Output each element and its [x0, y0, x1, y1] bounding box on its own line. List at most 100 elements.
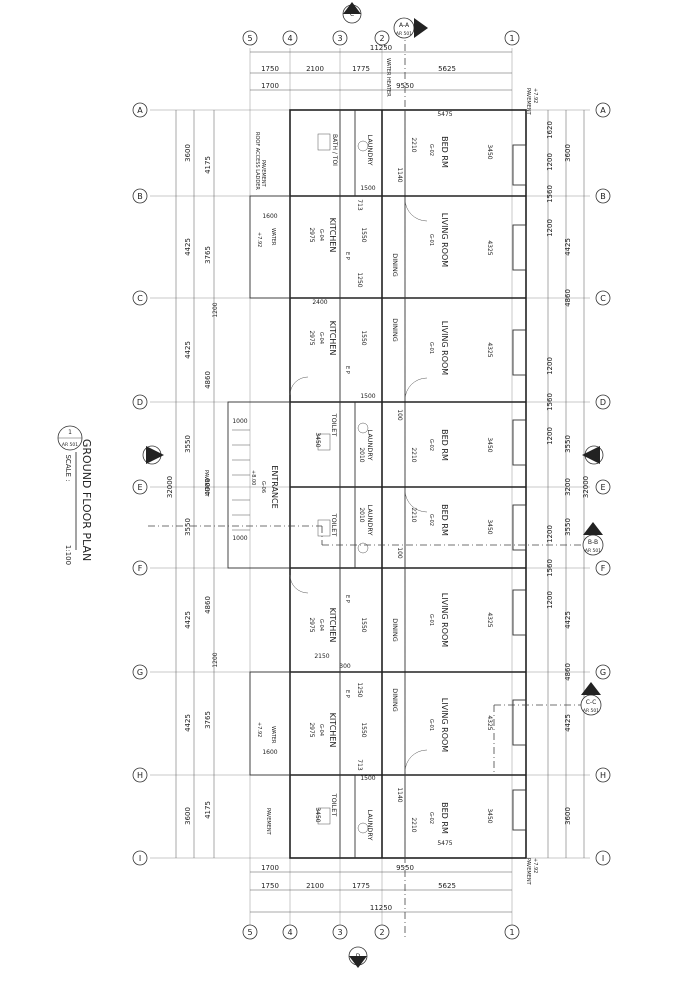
dim-room: 2010 — [358, 507, 365, 522]
room-code: G-06 — [260, 481, 266, 493]
room-dimensions: 3450 4325 4325 3450 3450 4325 4325 3450 … — [212, 111, 493, 847]
section-id: B-B — [588, 539, 598, 546]
dim-left: 4425 — [184, 238, 192, 256]
dim-room: 3450 — [486, 144, 493, 159]
room-laundry: LAUNDRY — [366, 430, 374, 461]
title-ref-sheet: AR 501 — [62, 442, 78, 448]
room-code: G-04 — [318, 619, 324, 631]
dim-left-inner: 4175 — [204, 801, 212, 819]
misc-labels: WATER HEATER PAVEMENT +7.92 PAVEMENT +7.… — [203, 58, 538, 886]
grid-col-bubbles-bottom: 5 4 3 2 1 — [242, 924, 520, 940]
grid-row-label: E — [600, 483, 605, 492]
dim-misc: 300 — [339, 663, 351, 670]
dim-misc: 5475 — [437, 840, 452, 847]
room-code: G-01 — [428, 719, 434, 731]
dim-left-inner: 4860 — [204, 596, 212, 614]
grid-col-label: 3 — [337, 928, 342, 937]
dim-room: 1550 — [360, 722, 367, 737]
room-kitchen: KITCHEN — [328, 218, 337, 253]
drawing-title: GROUND FLOOR PLAN — [80, 439, 93, 561]
grid-row-label: F — [601, 564, 606, 573]
scale-value: 1:100 — [64, 545, 72, 565]
room-kitchen: KITCHEN — [328, 713, 337, 748]
room-code: G-02 — [428, 439, 434, 451]
elevation-id: C — [350, 11, 354, 18]
dim-left: 4425 — [184, 611, 192, 629]
dim-top: 2100 — [306, 65, 324, 73]
ep-label: E P — [344, 366, 350, 374]
dim-room: 3450 — [314, 432, 321, 447]
room-living: LIVING ROOM — [440, 698, 449, 753]
dim-misc: 5475 — [437, 111, 452, 118]
dim-top: 1700 — [261, 82, 279, 90]
dim-right-overall: 32000 — [582, 476, 590, 498]
pavement-label: PAVEMENT — [265, 808, 271, 836]
dim-right-inner: 1200 — [546, 427, 554, 445]
pavement-label: PAVEMENT — [203, 470, 209, 498]
dim-bottom: 2100 — [306, 882, 324, 890]
ep-label: E P — [344, 252, 350, 260]
grid-row-label: I — [602, 854, 604, 863]
dim-room: 4325 — [486, 612, 493, 627]
section-markers: A-A AR 501 B-B AR 501 C-C AR 501 C A B D — [142, 2, 604, 968]
right-dimensions: 1620 1200 1560 1200 1200 1560 1200 1200 … — [546, 110, 590, 858]
grid-col-label: 3 — [337, 34, 342, 43]
grid-row-label: G — [600, 668, 606, 677]
section-lines — [148, 30, 590, 940]
dim-left-inner: 3765 — [204, 246, 212, 264]
dim-room: 3450 — [486, 437, 493, 452]
dim-right-outer: 4425 — [564, 714, 572, 732]
dim-right-inner: 1560 — [546, 185, 554, 203]
scale-label: SCALE : — [64, 454, 72, 481]
dim-room: 3450 — [314, 807, 321, 822]
room-living: LIVING ROOM — [440, 321, 449, 376]
dim-room: 1550 — [360, 617, 367, 632]
pavement-label: PAVEMENT — [260, 160, 266, 188]
pavement-label: PAVEMENT — [525, 858, 531, 886]
dim-misc: 100 — [396, 547, 403, 559]
dim-room: 2975 — [308, 722, 315, 737]
room-bed: BED RM — [440, 429, 449, 461]
grid-col-label: 5 — [247, 928, 252, 937]
room-code: G-01 — [428, 614, 434, 626]
yard-level: +7.92 — [256, 722, 262, 737]
room-dining: DINING — [391, 318, 399, 342]
grid-col-label: 2 — [379, 34, 384, 43]
title-ref-number: 1 — [68, 429, 72, 436]
grid-row-label: I — [139, 854, 141, 863]
dim-right-inner: 1200 — [546, 153, 554, 171]
dim-bottom: 1775 — [352, 882, 370, 890]
dim-left: 4425 — [184, 341, 192, 359]
section-id: C-C — [586, 699, 597, 706]
dim-right-outer: 4425 — [564, 238, 572, 256]
grid-row-bubbles-right: A B C D E F G H I — [595, 102, 611, 866]
dim-room: 1550 — [360, 227, 367, 242]
dim-misc: 1500 — [360, 185, 375, 192]
room-code: G-04 — [318, 332, 324, 344]
room-laundry: LAUNDRY — [366, 505, 374, 536]
dim-left-overall: 32000 — [166, 476, 174, 498]
dim-misc: 713 — [356, 199, 363, 211]
dim-misc: 1140 — [396, 167, 403, 182]
grid-row-label: H — [600, 771, 606, 780]
dim-misc: 1250 — [356, 272, 363, 287]
dim-right-outer: 4860 — [564, 289, 572, 307]
dim-misc: 2150 — [314, 653, 329, 660]
dim-right-outer: 4860 — [564, 663, 572, 681]
grid-col-label: 4 — [287, 34, 292, 43]
room-toilet: TOILET — [330, 793, 338, 817]
dim-room: 2210 — [410, 817, 417, 832]
dim-room: 2010 — [358, 447, 365, 462]
room-bath: BATH / TOI — [331, 134, 338, 166]
grid-row-label: F — [138, 564, 143, 573]
dim-misc: 100 — [396, 409, 403, 421]
room-dining: DINING — [391, 688, 399, 712]
dim-misc: 1500 — [360, 775, 375, 782]
room-bed: BED RM — [440, 504, 449, 536]
dim-left: 3550 — [184, 435, 192, 453]
dim-right-outer: 3550 — [564, 435, 572, 453]
grid-row-label: H — [137, 771, 143, 780]
water-tank-label: WATER — [270, 228, 276, 246]
dim-room: 2210 — [410, 447, 417, 462]
dim-right-inner: 1200 — [546, 357, 554, 375]
